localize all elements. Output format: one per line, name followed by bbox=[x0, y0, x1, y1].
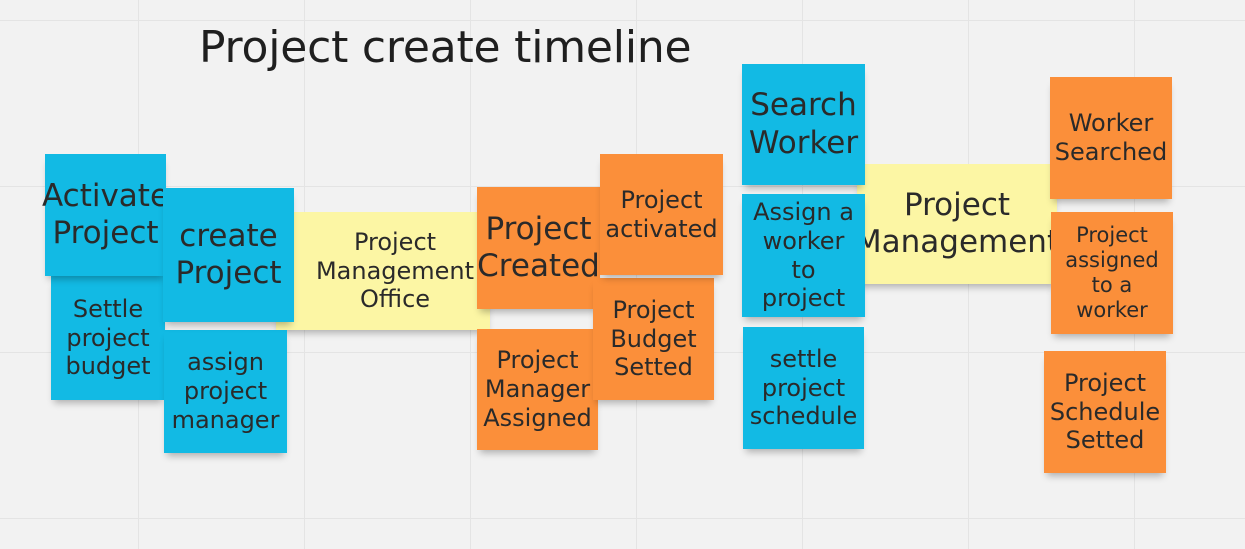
sticky-note-project-assigned-to-worker[interactable]: Project assigned to a worker bbox=[1051, 212, 1173, 334]
sticky-note-project-budget-setted[interactable]: Project Budget Setted bbox=[593, 278, 714, 400]
sticky-note-project-management[interactable]: Project Management bbox=[855, 164, 1059, 284]
sticky-note-create-project[interactable]: create Project bbox=[163, 188, 294, 322]
sticky-note-project-schedule-setted[interactable]: Project Schedule Setted bbox=[1044, 351, 1166, 473]
sticky-note-search-worker[interactable]: Search Worker bbox=[742, 64, 865, 185]
sticky-note-project-activated[interactable]: Project activated bbox=[600, 154, 723, 275]
sticky-note-project-management-office[interactable]: Project Management Office bbox=[276, 212, 490, 330]
sticky-note-worker-searched[interactable]: Worker Searched bbox=[1050, 77, 1172, 199]
sticky-note-assign-project-manager[interactable]: assign project manager bbox=[164, 330, 287, 453]
sticky-note-activate-project[interactable]: Activate Project bbox=[42, 154, 169, 276]
sticky-note-project-manager-assigned[interactable]: Project Manager Assigned bbox=[477, 329, 598, 450]
sticky-note-assign-worker-to-project[interactable]: Assign a worker to project bbox=[742, 194, 865, 317]
board-title: Project create timeline bbox=[199, 22, 692, 73]
sticky-note-settle-project-budget[interactable]: Settle project budget bbox=[51, 276, 165, 400]
sticky-note-project-created[interactable]: Project Created bbox=[477, 187, 600, 309]
sticky-note-settle-project-schedule[interactable]: settle project schedule bbox=[743, 327, 864, 449]
